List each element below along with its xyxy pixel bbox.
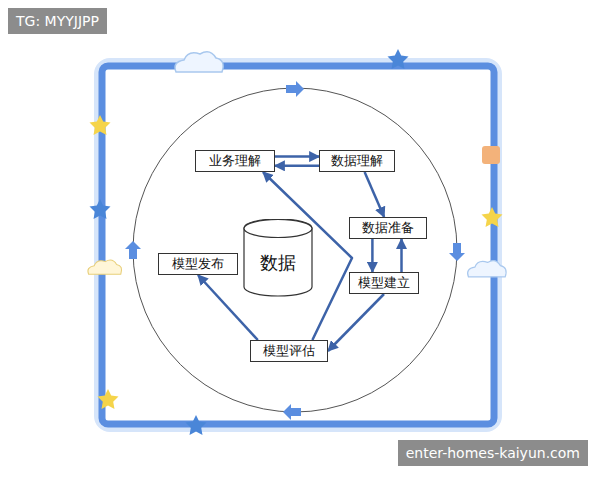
process-box: 模型建立 <box>349 272 419 294</box>
data-cylinder: 数据 <box>243 219 313 297</box>
flow-arrow <box>275 155 319 158</box>
cycle-arrow <box>286 81 304 97</box>
cloud <box>88 260 122 274</box>
process-box: 模型评估 <box>250 340 328 362</box>
process-box: 业务理解 <box>195 150 275 172</box>
node-label: 模型评估 <box>263 343 315 359</box>
star <box>90 199 111 219</box>
star <box>90 115 111 135</box>
tag-decoration <box>482 146 500 164</box>
node-label: 模型建立 <box>358 275 410 291</box>
flow-arrow <box>371 239 374 272</box>
cycle-arrow <box>449 243 465 261</box>
cylinder-body <box>244 219 312 296</box>
node-label: 数据理解 <box>331 153 383 169</box>
star <box>482 207 503 227</box>
cycle-arrow <box>125 241 141 259</box>
watermark: TG: MYYJJPP <box>8 8 107 34</box>
flow-arrow <box>365 172 385 217</box>
cylinder-top <box>244 220 312 238</box>
star <box>186 415 207 435</box>
cycle-arrow <box>283 404 301 420</box>
star <box>98 389 119 409</box>
cloud <box>175 52 223 72</box>
node-label: 模型发布 <box>172 256 224 272</box>
flow-arrow <box>275 165 319 168</box>
node-label: 业务理解 <box>209 153 261 169</box>
star <box>388 49 409 69</box>
frame-border <box>102 66 494 424</box>
process-box: 数据准备 <box>349 217 427 239</box>
cloud <box>468 261 507 277</box>
flow-arrow <box>328 294 384 351</box>
process-box: 模型发布 <box>158 253 238 275</box>
node-label: 数据 <box>260 243 296 273</box>
flow-arrow <box>400 239 403 272</box>
cycle-circle <box>133 88 457 412</box>
watermark: enter-homes-kaiyun.com <box>398 440 588 466</box>
node-label: 数据准备 <box>362 220 414 236</box>
frame-glow <box>102 66 494 424</box>
process-box: 数据理解 <box>319 150 395 172</box>
